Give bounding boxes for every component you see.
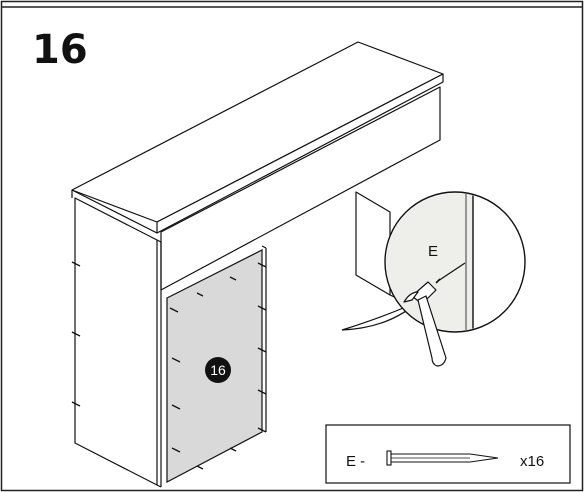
nail-mark xyxy=(257,427,267,433)
panel-nails xyxy=(71,261,267,470)
zoom-nail xyxy=(437,262,466,282)
nail-mark xyxy=(257,305,267,311)
desk-top-edge xyxy=(156,73,444,234)
nail-mark xyxy=(71,261,81,267)
pedestal-bottom xyxy=(156,484,162,488)
nail-icon xyxy=(386,450,499,466)
pedestal-inner-top xyxy=(261,245,267,249)
nail-mark xyxy=(71,401,81,407)
desk-top-left-edge xyxy=(71,189,158,234)
nail-mark xyxy=(71,331,81,337)
parts-box-label: E - xyxy=(346,453,365,470)
zoom-nail-head xyxy=(435,278,441,284)
nail-shank xyxy=(391,453,499,463)
part-badge xyxy=(205,357,231,383)
nail-head xyxy=(386,450,392,466)
nail-mark xyxy=(171,447,181,453)
nail-mark xyxy=(196,292,204,297)
nail-mark xyxy=(229,276,237,281)
step-number: 16 xyxy=(32,27,88,73)
desk-drawing xyxy=(71,41,444,488)
pedestal-side xyxy=(74,197,158,486)
hammer-handle xyxy=(417,295,447,367)
nail-mark xyxy=(169,307,179,313)
nail-mark xyxy=(171,357,181,363)
nail-mark xyxy=(196,465,204,470)
zoom-part-label: E xyxy=(428,243,438,260)
part-badge-label: 16 xyxy=(210,362,226,378)
nail-mark xyxy=(257,389,267,395)
parts-box: E - x16 xyxy=(325,424,571,484)
nail-mark xyxy=(171,404,181,410)
nail-mark xyxy=(257,347,267,353)
right-leg xyxy=(355,191,391,296)
nail-mark xyxy=(229,447,237,452)
hammer-claw xyxy=(403,291,419,303)
nail-mark xyxy=(257,262,267,268)
parts-box-quantity: x16 xyxy=(520,453,544,470)
hammer-icon xyxy=(403,281,447,367)
pedestal-edge xyxy=(156,239,162,243)
